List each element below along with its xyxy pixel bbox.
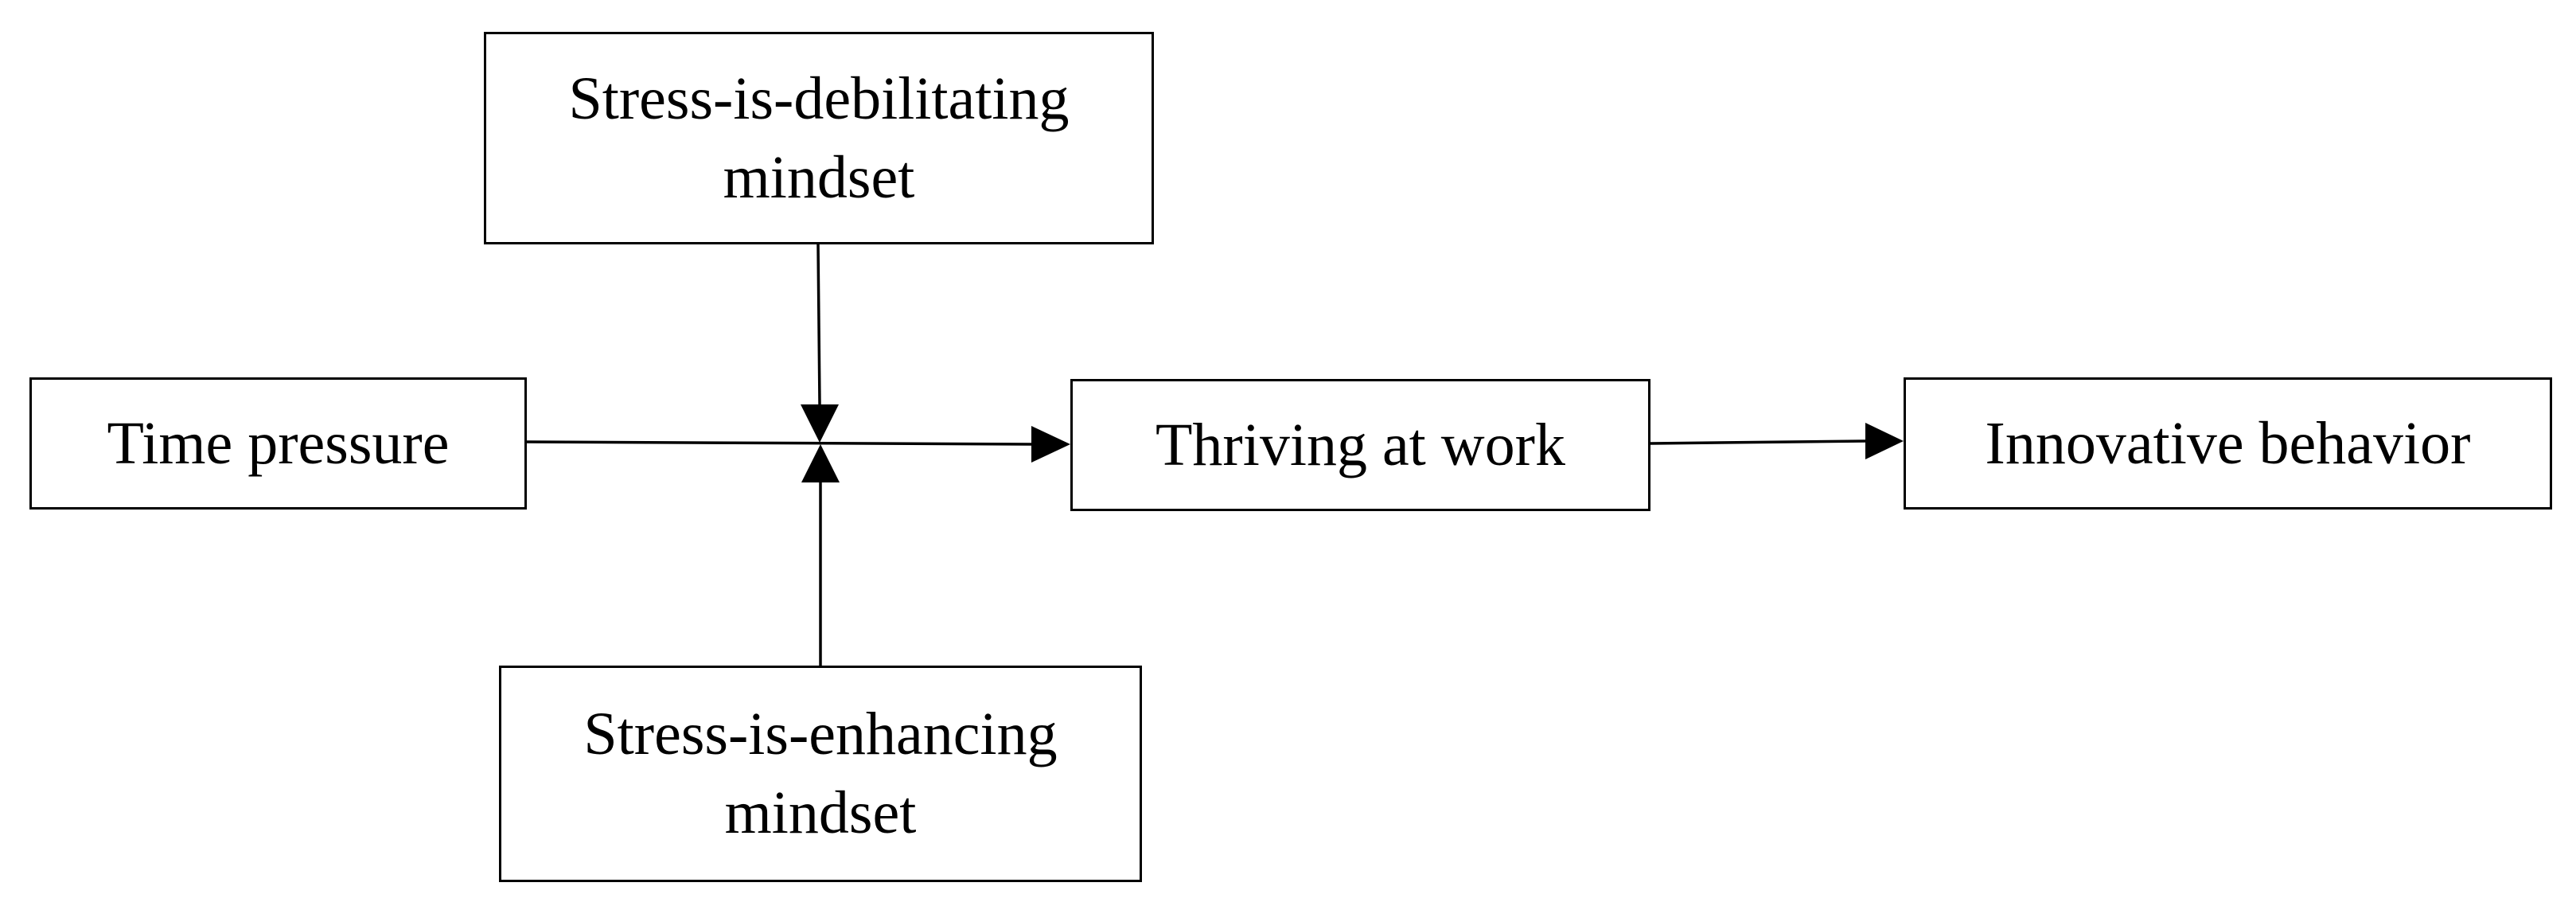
arrowhead-to-thriving [1031, 426, 1070, 463]
enhancing-label-line2: mindset [724, 779, 917, 846]
arrowhead-from-debilitating [801, 404, 839, 443]
innovative-behavior-box: Innovative behavior [1904, 377, 2552, 510]
stress-is-enhancing-mindset-box: Stress-is-enhancing mindset [499, 666, 1142, 882]
thriving-at-work-label: Thriving at work [1155, 411, 1565, 478]
arrowhead-to-innovative [1865, 423, 1904, 459]
debilitating-label-line2: mindset [723, 143, 915, 211]
enhancing-label-line1: Stress-is-enhancing [583, 701, 1058, 768]
time-pressure-label: Time pressure [107, 409, 450, 477]
edge-time-pressure-to-thriving [526, 440, 1032, 446]
debilitating-label-line1: Stress-is-debilitating [568, 64, 1070, 132]
arrowhead-from-enhancing [801, 444, 840, 482]
edge-debilitating-to-path [816, 244, 821, 405]
stress-is-debilitating-mindset-box: Stress-is-debilitating mindset [484, 32, 1154, 244]
thriving-at-work-box: Thriving at work [1070, 379, 1650, 511]
edge-thriving-to-innovative [1650, 439, 1866, 445]
time-pressure-box: Time pressure [29, 377, 527, 510]
innovative-behavior-label: Innovative behavior [1985, 409, 2471, 477]
